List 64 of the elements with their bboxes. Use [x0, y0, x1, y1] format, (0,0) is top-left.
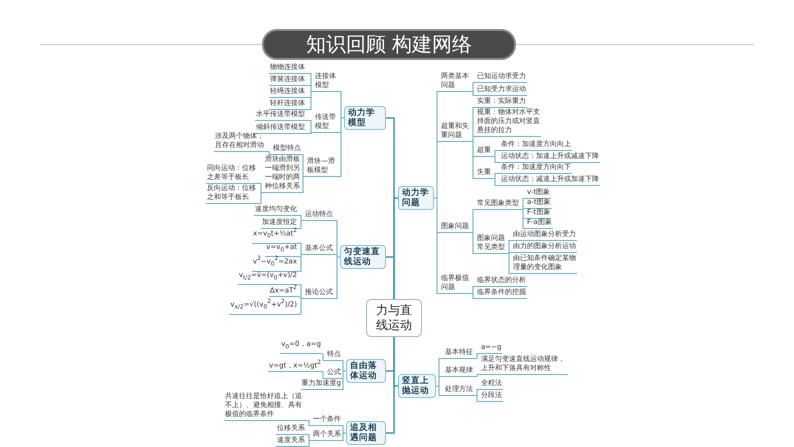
connector-line: [474, 353, 480, 359]
connector-line: [298, 284, 304, 299]
connector-line: [306, 85, 314, 92]
connector-line: [298, 254, 304, 272]
connector-line: [470, 141, 476, 179]
connector-line: [334, 256, 340, 299]
connector-line: [342, 370, 346, 390]
branch-box: 自由落体运动: [346, 359, 386, 383]
connector-line: [298, 242, 304, 255]
connector-line: [434, 198, 440, 294]
connector-line: [306, 91, 314, 110]
branch-box: 动力学问题: [398, 186, 434, 210]
connector-line: [322, 371, 326, 379]
connector-line: [302, 176, 306, 193]
connector-line: [298, 298, 304, 315]
connector-line: [492, 156, 500, 163]
connector-line: [258, 192, 264, 204]
branch-box: 追及相遇问题: [346, 421, 386, 445]
connector-line: [306, 420, 312, 426]
connector-line: [492, 150, 500, 157]
connector-line: [266, 151, 272, 155]
connector-line: [474, 374, 480, 377]
title-banner: 知识回顾 构建网络: [262, 29, 516, 60]
connector-line: [506, 240, 512, 254]
connector-line: [338, 118, 344, 177]
connector-line: [474, 389, 480, 396]
connector-line: [298, 220, 304, 229]
connector-line: [302, 154, 306, 177]
connector-line: [474, 395, 480, 402]
branch-box: 动力学模型: [344, 106, 386, 130]
connector-line: [436, 386, 444, 396]
connector-line: [342, 360, 346, 372]
connector-line: [298, 215, 304, 221]
connector-line: [470, 136, 476, 142]
connector-line: [306, 132, 314, 134]
connector-line: [492, 178, 500, 186]
connector-line: [470, 82, 476, 92]
connector-line: [436, 376, 444, 386]
connector-line: [306, 120, 314, 133]
connector-line: [258, 183, 264, 193]
connector-line: [342, 432, 346, 441]
connector-line: [520, 198, 526, 210]
connector-line: [434, 141, 440, 198]
connector-line: [298, 296, 304, 299]
connector-line: [470, 209, 476, 233]
connector-line: [520, 209, 526, 229]
connector-line: [506, 253, 512, 274]
connector-line: [322, 353, 326, 361]
connector-line: [393, 337, 398, 387]
connector-line: [306, 434, 312, 441]
connector-line: [338, 91, 344, 118]
topic-box: 力与直线运动: [366, 299, 422, 337]
connector-line: [470, 232, 476, 254]
connector-line: [342, 425, 346, 434]
connector-line: [492, 173, 500, 179]
connector-line: [306, 440, 312, 447]
connector-line: [470, 286, 476, 294]
connector-line: [506, 252, 512, 254]
connector-line: [470, 293, 476, 299]
branch-box: 匀变速直线运动: [340, 245, 386, 269]
branch-box: 竖直上抛运动: [398, 374, 436, 398]
connector-line: [470, 91, 476, 96]
connector-line: [393, 197, 398, 299]
connector-line: [520, 208, 526, 210]
